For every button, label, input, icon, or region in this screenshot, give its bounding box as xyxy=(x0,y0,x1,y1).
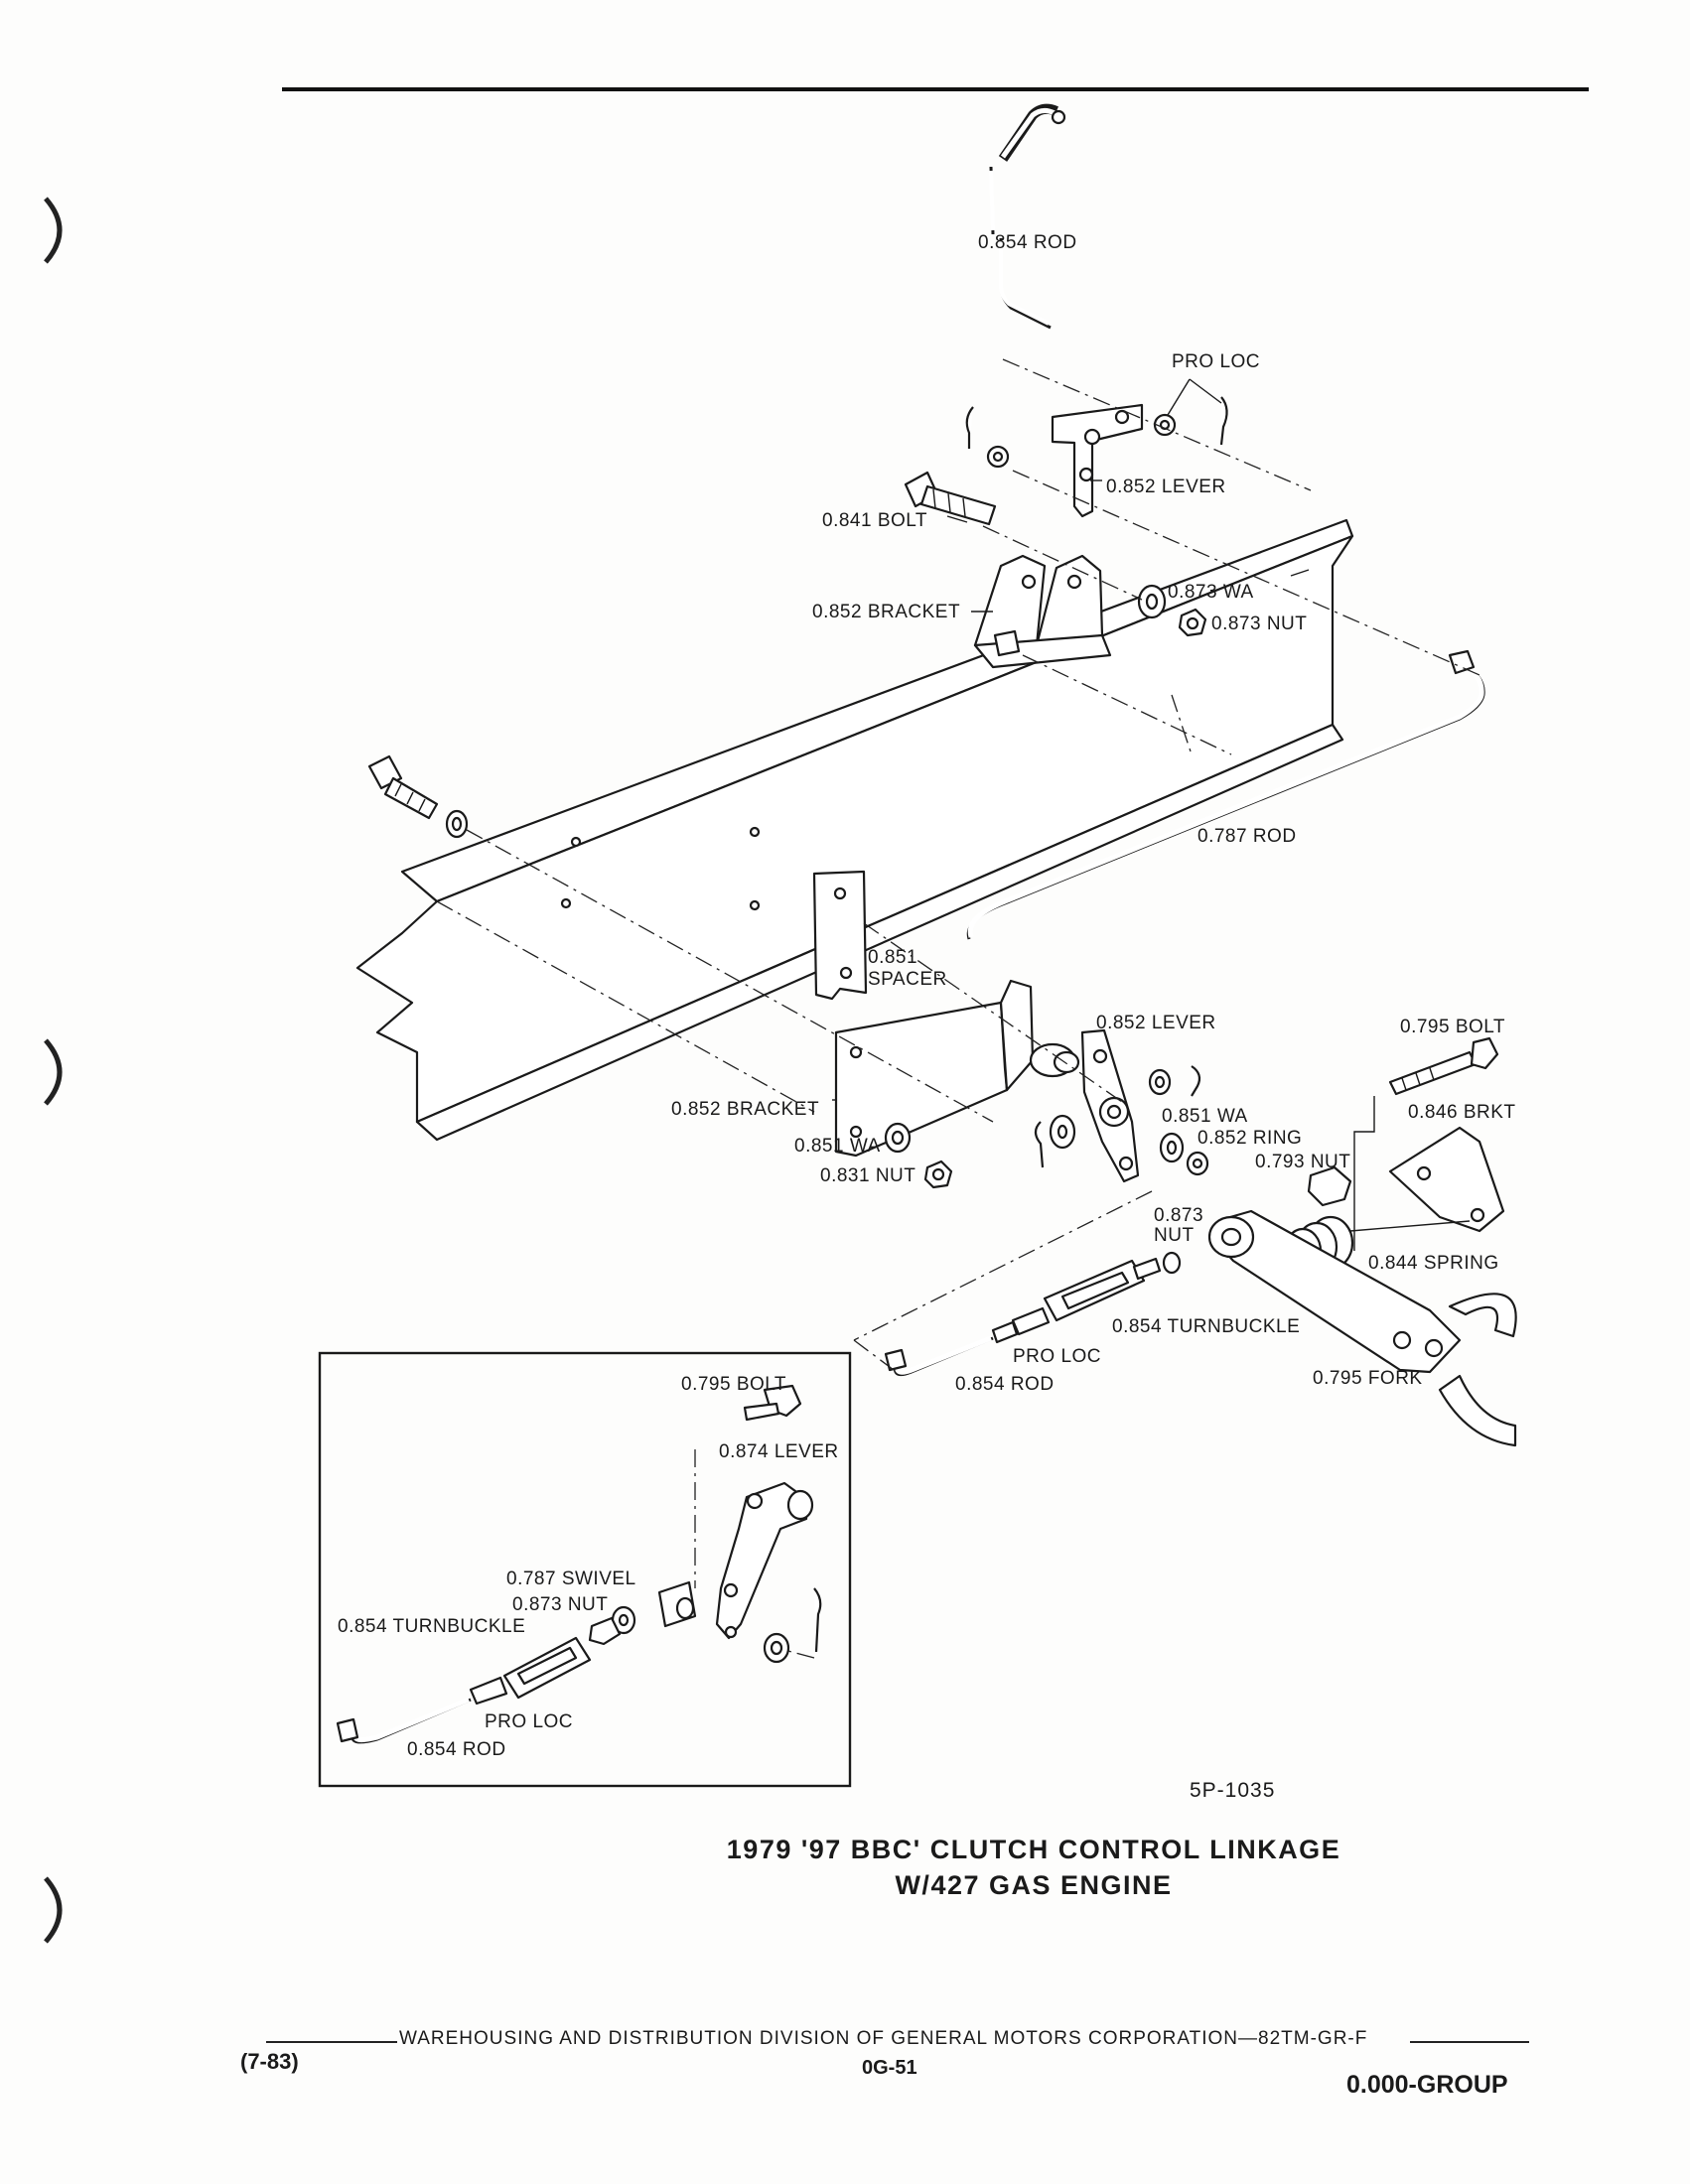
main-turnbuckle xyxy=(991,1251,1182,1344)
bracket-846 xyxy=(1388,1126,1505,1233)
label-wa-851-left: 0.851 WA xyxy=(794,1136,881,1157)
inset-label-nut: 0.873 NUT xyxy=(512,1594,608,1615)
label-pro-loc-main: PRO LOC xyxy=(1013,1346,1101,1367)
bolt-795 xyxy=(1388,1036,1499,1096)
nut-793 xyxy=(1307,1165,1352,1207)
label-fork-795: 0.795 FORK xyxy=(1313,1368,1423,1389)
footer-rule-left xyxy=(266,2041,397,2043)
inset-label-lever: 0.874 LEVER xyxy=(719,1441,839,1462)
inset-rod xyxy=(336,1697,472,1744)
label-bolt-795: 0.795 BOLT xyxy=(1400,1017,1505,1037)
long-rod-787 xyxy=(966,649,1485,940)
inset-label-bolt: 0.795 BOLT xyxy=(681,1374,786,1395)
upper-rod xyxy=(989,103,1066,330)
label-spring-844: 0.844 SPRING xyxy=(1368,1253,1499,1274)
footer-publisher: WAREHOUSING AND DISTRIBUTION DIVISION OF… xyxy=(399,2028,1368,2049)
spacer-851 xyxy=(812,870,868,1001)
middle-bracket xyxy=(834,979,1080,1158)
label-spacer-num: 0.851 xyxy=(868,947,917,968)
inset-turnbuckle xyxy=(469,1636,592,1706)
label-brkt-846: 0.846 BRKT xyxy=(1408,1102,1516,1123)
inset-label-turnbuckle: 0.854 TURNBUCKLE xyxy=(338,1616,525,1637)
upper-lever xyxy=(1051,403,1144,518)
middle-washer-nut xyxy=(884,1122,953,1189)
header-rule xyxy=(282,87,1589,91)
binder-hole-mark-bottom xyxy=(44,1876,63,1944)
left-bolt xyxy=(367,754,469,839)
label-lever-mid: 0.852 LEVER xyxy=(1096,1013,1216,1033)
main-rod-854 xyxy=(884,1335,994,1377)
revision-date: (7-83) xyxy=(240,2049,299,2074)
label-bracket-mid: 0.852 BRACKET xyxy=(671,1099,819,1120)
label-spacer-word: SPACER xyxy=(868,969,947,990)
label-wa-851-right: 0.851 WA xyxy=(1162,1106,1248,1127)
footer-rule-right xyxy=(1410,2041,1529,2043)
inset-panel xyxy=(318,1351,852,1788)
label-wa-873: 0.873 WA xyxy=(1168,582,1254,603)
label-bracket-top: 0.852 BRACKET xyxy=(812,602,960,622)
inset-bolt xyxy=(743,1384,802,1422)
label-turnbuckle-main: 0.854 TURNBUCKLE xyxy=(1112,1316,1300,1337)
inset-label-rod: 0.854 ROD xyxy=(407,1739,506,1760)
binder-hole-mark-middle xyxy=(44,1038,63,1106)
label-rod-main: 0.854 ROD xyxy=(955,1374,1055,1395)
clutch-fork-795 xyxy=(1207,1209,1517,1447)
label-nut-873-mid-word: NUT xyxy=(1154,1225,1195,1246)
frame-rail xyxy=(355,518,1354,1142)
clutch-linkage-diagram: 0.854 ROD PRO LOC 0.852 LEVER 0.841 BOLT xyxy=(318,103,1517,1788)
upper-bracket xyxy=(973,554,1112,669)
page-number: 0G-51 xyxy=(862,2057,917,2079)
binder-hole-mark-top xyxy=(44,197,63,264)
middle-small-parts xyxy=(1034,1065,1209,1176)
inset-lever xyxy=(715,1481,814,1640)
inset-swivel-nut xyxy=(588,1580,697,1646)
assembly-dash-lines xyxy=(436,358,1480,1371)
label-nut-873-top: 0.873 NUT xyxy=(1211,614,1307,634)
upper-bolt xyxy=(904,471,997,526)
label-nut-793: 0.793 NUT xyxy=(1255,1152,1350,1172)
label-nut-873-mid-num: 0.873 xyxy=(1154,1205,1203,1226)
label-rod-787: 0.787 ROD xyxy=(1197,826,1297,847)
label-lever-top: 0.852 LEVER xyxy=(1106,477,1226,497)
group-number: 0.000-GROUP xyxy=(1346,2071,1508,2099)
figure-code: 5P-1035 xyxy=(1190,1779,1276,1802)
label-rod-top: 0.854 ROD xyxy=(978,232,1077,253)
figure-title-line2: W/427 GAS ENGINE xyxy=(895,1870,1173,1900)
label-pro-loc-top: PRO LOC xyxy=(1172,351,1260,372)
middle-lever xyxy=(1080,1028,1140,1183)
upper-washer-nut xyxy=(1137,584,1207,637)
label-nut-831: 0.831 NUT xyxy=(820,1165,915,1186)
figure-title-line1: 1979 '97 BBC' CLUTCH CONTROL LINKAGE xyxy=(726,1835,1341,1864)
inset-label-swivel: 0.787 SWIVEL xyxy=(506,1569,636,1589)
label-bolt-top: 0.841 BOLT xyxy=(822,510,927,531)
label-ring-852: 0.852 RING xyxy=(1197,1128,1302,1149)
inset-label-pro-loc: PRO LOC xyxy=(485,1711,573,1732)
